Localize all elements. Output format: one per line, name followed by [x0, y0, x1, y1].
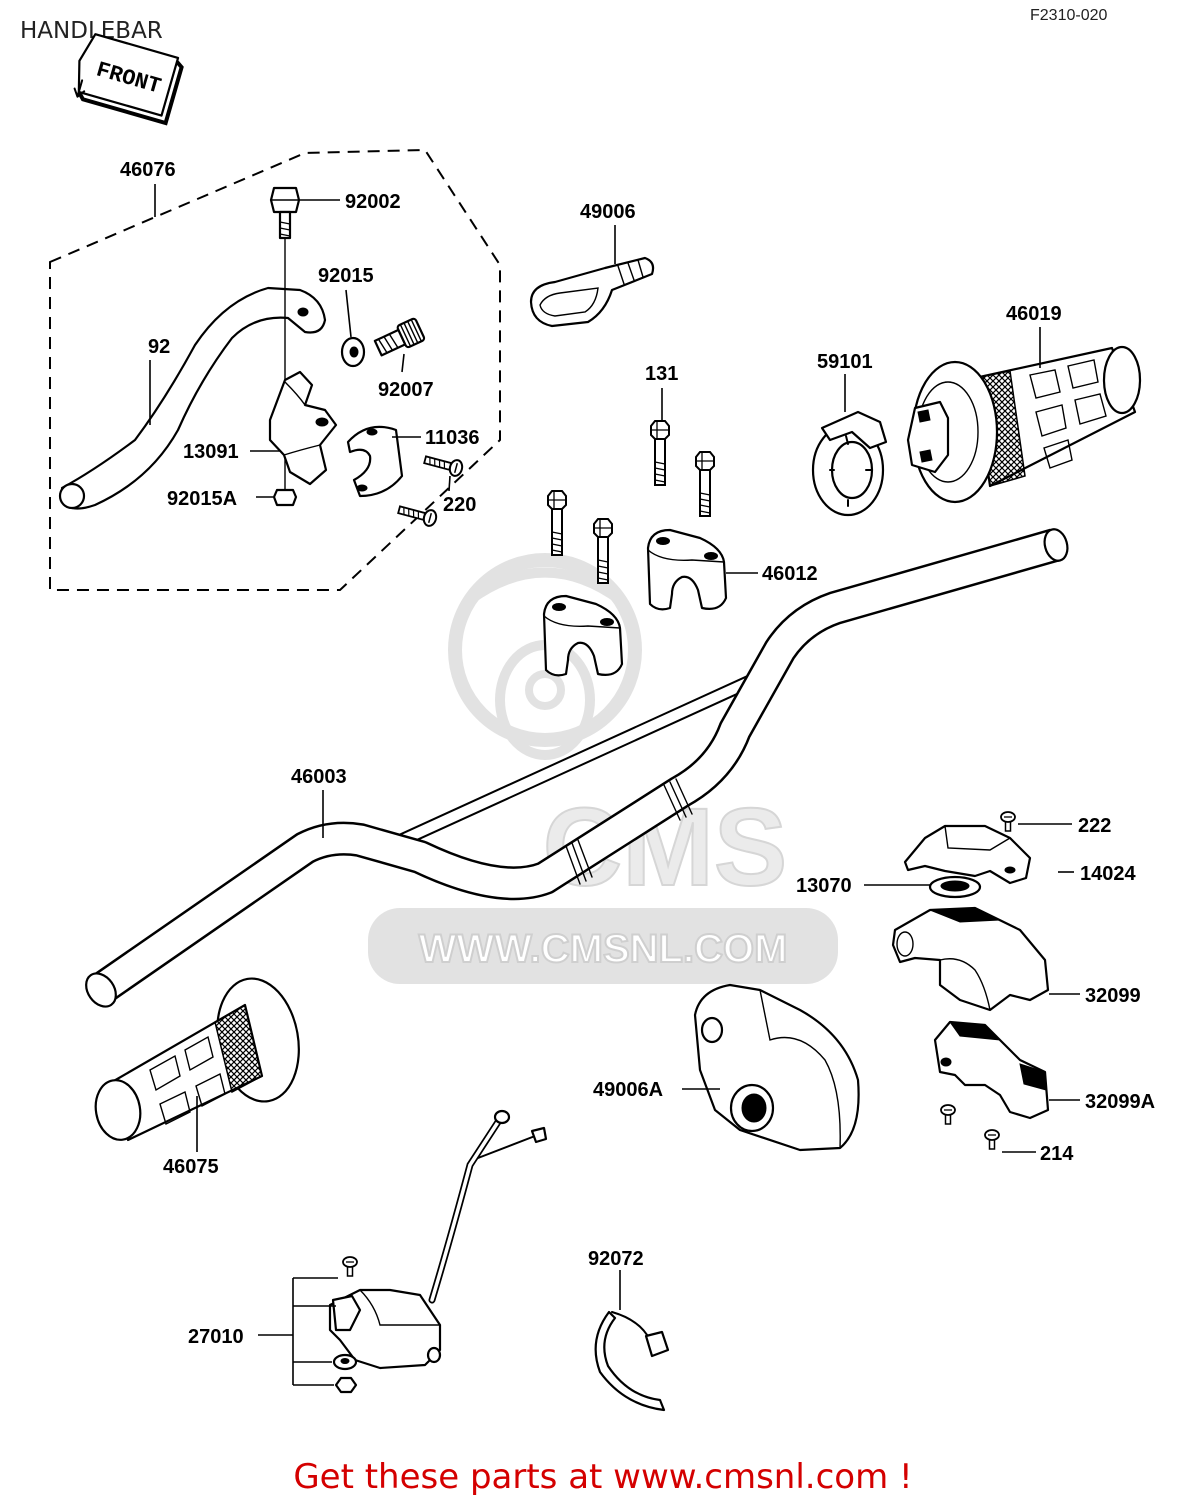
callout-46012: 46012 [762, 563, 818, 585]
callout-13070: 13070 [796, 875, 852, 897]
adjuster-locknut [340, 336, 366, 368]
clamp-bolt [547, 490, 567, 556]
watermark-url-band [368, 908, 838, 984]
handlebar-tube [85, 528, 1069, 1008]
diagram-code: F2310-020 [1030, 7, 1107, 24]
leader-92007 [401, 353, 405, 373]
callout-32099a: 32099A [1085, 1091, 1155, 1113]
callout-131: 131 [645, 363, 678, 385]
left-grip [94, 977, 300, 1142]
handlebar-clamp-upper [646, 528, 728, 611]
watermark-url: WWW.CMSNL.COM [419, 927, 788, 971]
callout-49006: 49006 [580, 201, 636, 223]
down-arrow-icon [73, 79, 86, 98]
lever-holder [268, 370, 338, 486]
callout-92007: 92007 [378, 379, 434, 401]
throttle-housing-upper [891, 906, 1050, 1012]
front-direction-sign: FRONT [73, 33, 184, 126]
callout-49006a: 49006A [593, 1079, 663, 1101]
engine-stop-switch [328, 1109, 548, 1370]
callout-220: 220 [443, 494, 476, 516]
callout-46076: 46076 [120, 159, 176, 181]
callout-214: 214 [1040, 1143, 1074, 1165]
leader-27010 [258, 1277, 338, 1386]
lever-assembly-group-outline [49, 148, 501, 591]
throttle-grip [906, 345, 1142, 504]
footer-promo-text: Get these parts at www.cmsnl.com ! [293, 1457, 912, 1497]
callout-32099: 32099 [1085, 985, 1141, 1007]
housing-cover [693, 983, 860, 1152]
housing-screw [940, 1104, 956, 1125]
callout-13091: 13091 [183, 441, 239, 463]
switch-screw [342, 1256, 358, 1277]
throttle-pulley [811, 410, 888, 517]
holder-clamp [346, 425, 404, 498]
housing-cover-plate [903, 824, 1032, 885]
clamp-screw [396, 500, 439, 529]
cable-adjuster [373, 317, 426, 357]
switch-washer [332, 1353, 358, 1371]
pivot-nut [272, 488, 298, 507]
callout-59101: 59101 [817, 351, 873, 373]
callout-92015a: 92015A [167, 488, 237, 510]
throttle-housing-lower [933, 1020, 1050, 1120]
housing-screw [984, 1129, 1000, 1150]
callout-14024: 14024 [1080, 863, 1136, 885]
callout-92002: 92002 [345, 191, 401, 213]
clamp-screw [422, 450, 465, 479]
callout-222: 222 [1078, 815, 1111, 837]
callout-92072: 92072 [588, 1248, 644, 1270]
housing-screw [1000, 811, 1016, 832]
leader-220 [448, 475, 451, 492]
leader-92015 [345, 289, 352, 338]
clutch-lever [58, 286, 327, 510]
callout-46019: 46019 [1006, 303, 1062, 325]
clamp-bolt [650, 420, 670, 486]
cable-clamp [594, 1310, 670, 1412]
callout-46003: 46003 [291, 766, 347, 788]
housing-washer [928, 875, 982, 899]
lever-cover [529, 256, 655, 328]
leader-lines [149, 184, 1080, 1386]
callout-27010: 27010 [188, 1326, 244, 1348]
clamp-bolt [695, 451, 715, 517]
switch-nut [334, 1376, 358, 1394]
callout-11036: 11036 [425, 427, 480, 449]
callout-46075: 46075 [163, 1156, 219, 1178]
callouts: 46076 92002 92015 92 92007 13091 11036 9… [120, 159, 1155, 1348]
callout-92015: 92015 [318, 265, 374, 287]
callout-92: 92 [148, 336, 170, 358]
